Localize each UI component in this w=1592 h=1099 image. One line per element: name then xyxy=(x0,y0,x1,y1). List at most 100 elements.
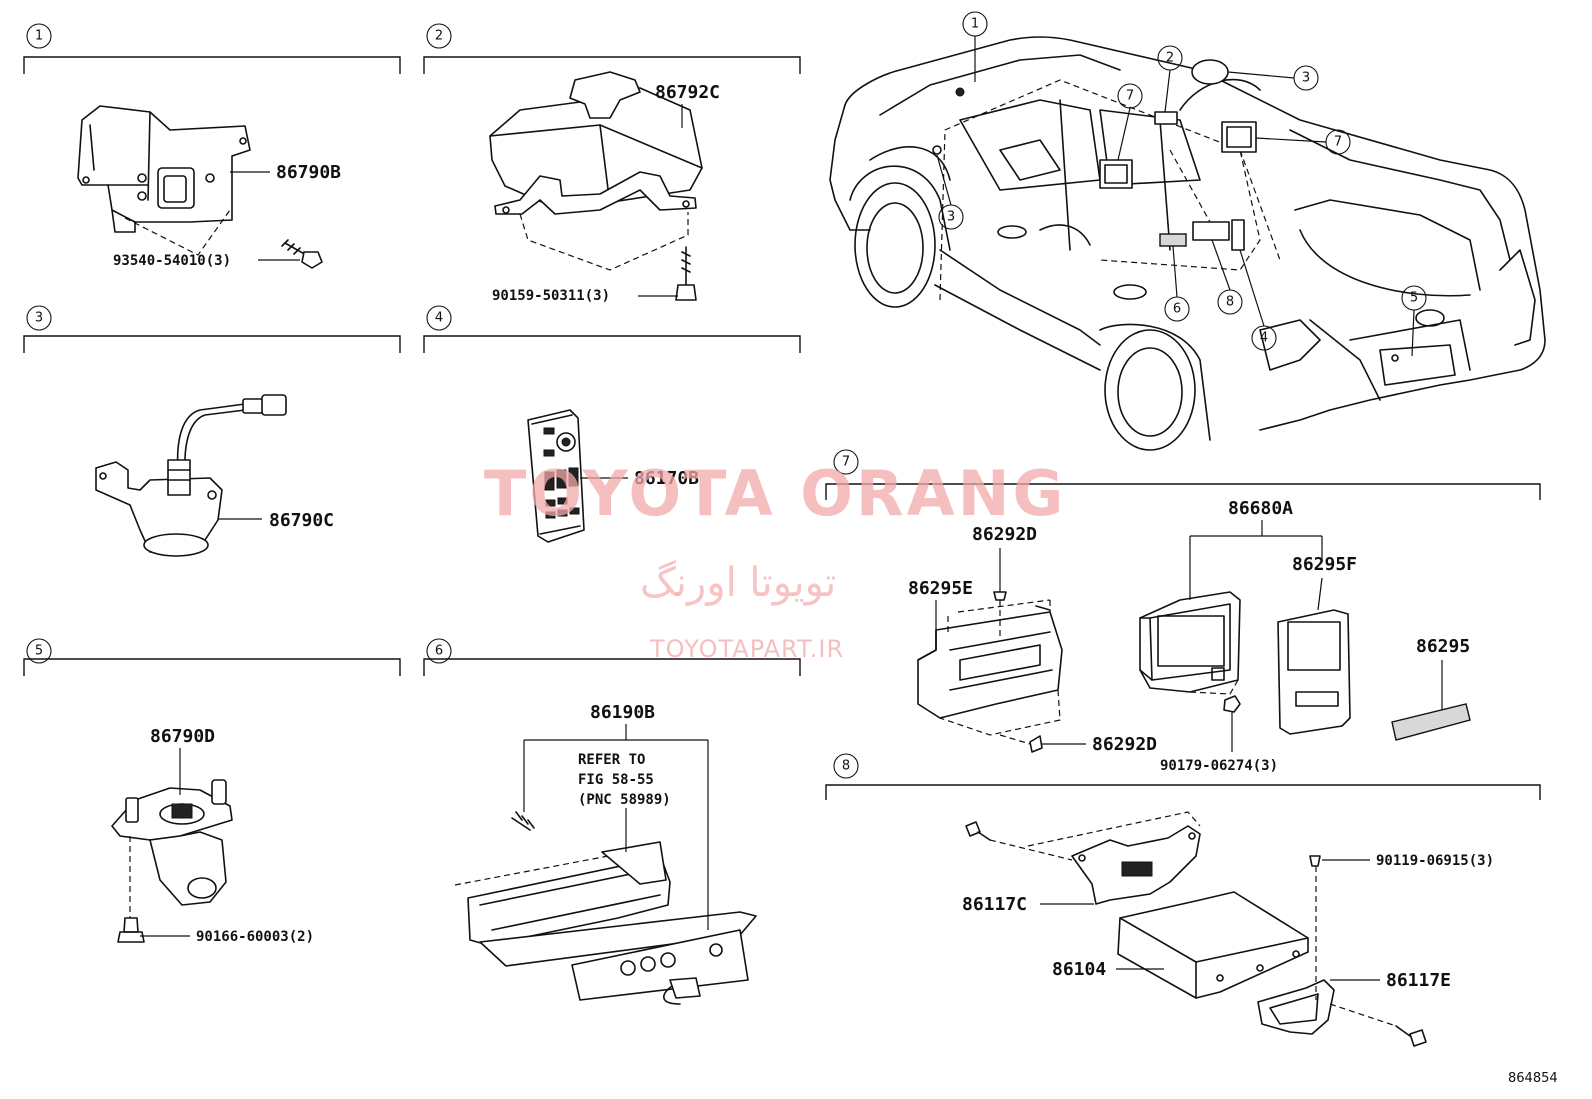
svg-text:90166-60003(2): 90166-60003(2) xyxy=(196,929,314,945)
svg-text:3: 3 xyxy=(947,210,955,225)
svg-text:86117C: 86117C xyxy=(962,894,1027,915)
svg-text:3: 3 xyxy=(1302,71,1310,86)
bolt-93540-54010 xyxy=(281,239,323,269)
svg-text:86680A: 86680A xyxy=(1228,498,1293,519)
label-86117c: 86117C xyxy=(962,894,1094,915)
svg-text:TOYOTA ORANG: TOYOTA ORANG xyxy=(484,457,1066,530)
svg-text:86292D: 86292D xyxy=(972,524,1037,545)
label-86790d: 86790D xyxy=(150,726,215,795)
svg-text:TOYOTAPART.IR: TOYOTAPART.IR xyxy=(649,635,844,663)
screws-section-8 xyxy=(965,811,1427,1047)
svg-text:93540-54010(3): 93540-54010(3) xyxy=(113,253,231,269)
label-90159-50311: 90159-50311(3) xyxy=(492,288,678,304)
vehicle-callout-1: 1 xyxy=(962,11,988,82)
svg-text:86295: 86295 xyxy=(1416,636,1470,657)
nut-90179-06274 xyxy=(1223,695,1241,713)
label-86295f: 86295F xyxy=(1292,554,1357,611)
part-86170b-remote xyxy=(527,409,585,543)
label-86117e: 86117E xyxy=(1330,970,1451,991)
svg-text:7: 7 xyxy=(1126,89,1134,104)
label-86295e: 86295E xyxy=(908,578,973,630)
section-number-1: 1 xyxy=(26,23,52,49)
svg-text:86790D: 86790D xyxy=(150,726,215,747)
label-86295: 86295 xyxy=(1416,636,1470,710)
part-86790c-camera xyxy=(95,394,287,557)
svg-text:86117E: 86117E xyxy=(1386,970,1451,991)
section-number-5: 5 xyxy=(26,638,52,664)
reference-note-fig-58-55: REFER TO FIG 58-55 (PNC 58989) xyxy=(578,752,671,808)
svg-text:2: 2 xyxy=(435,29,443,44)
vehicle-callout-7-left: 7 xyxy=(1117,83,1143,161)
vehicle-callout-2: 2 xyxy=(1157,45,1183,113)
svg-text:86295F: 86295F xyxy=(1292,554,1357,575)
svg-text:4: 4 xyxy=(435,311,443,326)
vehicle-callout-4: 4 xyxy=(1239,249,1277,351)
label-93540-54010: 93540-54010(3) xyxy=(113,253,300,269)
svg-text:7: 7 xyxy=(842,455,850,470)
vehicle-callout-3-top: 3 xyxy=(1227,65,1319,91)
svg-text:5: 5 xyxy=(1410,291,1418,306)
section-number-2: 2 xyxy=(426,23,452,49)
label-86292d-bottom: 86292D xyxy=(1042,734,1157,755)
svg-text:90119-06915(3): 90119-06915(3) xyxy=(1376,853,1494,869)
svg-text:7: 7 xyxy=(1334,135,1342,150)
svg-text:6: 6 xyxy=(1173,302,1181,317)
svg-text:86170B: 86170B xyxy=(634,468,699,489)
svg-text:(PNC 58989): (PNC 58989) xyxy=(578,792,671,808)
svg-text:86295E: 86295E xyxy=(908,578,973,599)
svg-text:1: 1 xyxy=(971,17,979,32)
svg-text:86792C: 86792C xyxy=(655,82,720,103)
vehicle-callout-8: 8 xyxy=(1211,239,1243,315)
screw-86190b xyxy=(511,811,535,831)
label-86170b: 86170B xyxy=(580,468,699,489)
label-90179-06274: 90179-06274(3) xyxy=(1160,712,1278,774)
clip-90166-60003 xyxy=(117,917,145,943)
svg-text:86790C: 86790C xyxy=(269,510,334,531)
svg-text:REFER TO: REFER TO xyxy=(578,752,645,768)
vehicle-component-screens xyxy=(932,59,1399,362)
svg-text:8: 8 xyxy=(1226,295,1234,310)
section-number-4: 4 xyxy=(426,305,452,331)
svg-text:5: 5 xyxy=(35,644,43,659)
part-86790d-camera xyxy=(111,779,233,918)
part-86295-cover xyxy=(1391,703,1471,741)
svg-text:4: 4 xyxy=(1260,331,1268,346)
label-86292d-top: 86292D xyxy=(972,524,1037,592)
section-number-7: 7 xyxy=(833,449,859,475)
svg-text:FIG 58-55: FIG 58-55 xyxy=(578,772,654,788)
watermark: TOYOTA ORANG تویوتا اورنگ TOYOTAPART.IR xyxy=(484,457,1066,663)
vehicle-callout-3-left: 3 xyxy=(936,154,964,230)
label-90166-60003: 90166-60003(2) xyxy=(140,929,314,945)
label-86680a: 86680A xyxy=(1189,498,1323,600)
label-90119-06915: 90119-06915(3) xyxy=(1322,853,1494,869)
svg-text:90179-06274(3): 90179-06274(3) xyxy=(1160,758,1278,774)
screw-86292d-bottom xyxy=(999,734,1043,753)
part-86104-tuner xyxy=(1117,891,1309,999)
vehicle-outline xyxy=(829,36,1546,451)
label-86104: 86104 xyxy=(1052,959,1164,980)
svg-text:6: 6 xyxy=(435,644,443,659)
part-86295e-bracket xyxy=(917,599,1063,736)
svg-text:تویوتا اورنگ: تویوتا اورنگ xyxy=(640,560,836,606)
diagram-id: 864854 xyxy=(1508,1071,1558,1086)
part-86117c-bracket xyxy=(1071,825,1201,905)
part-86295f-bezel xyxy=(1277,609,1351,735)
vehicle-callout-5: 5 xyxy=(1401,285,1427,357)
label-86190b: 86190B xyxy=(523,702,709,930)
svg-text:8: 8 xyxy=(842,759,850,774)
svg-text:86104: 86104 xyxy=(1052,959,1106,980)
svg-text:86190B: 86190B xyxy=(590,702,655,723)
part-86792c-module xyxy=(489,71,703,271)
part-86680a-monitor xyxy=(1139,591,1241,695)
vehicle-callout-7-right: 7 xyxy=(1255,129,1351,155)
svg-text:90159-50311(3): 90159-50311(3) xyxy=(492,288,610,304)
svg-text:1: 1 xyxy=(35,29,43,44)
label-86792c: 86792C xyxy=(655,82,720,128)
part-86190b-panel xyxy=(454,841,757,1005)
svg-text:2: 2 xyxy=(1166,51,1174,66)
section-number-6: 6 xyxy=(426,638,452,664)
svg-text:86790B: 86790B xyxy=(276,162,341,183)
svg-text:86292D: 86292D xyxy=(1092,734,1157,755)
